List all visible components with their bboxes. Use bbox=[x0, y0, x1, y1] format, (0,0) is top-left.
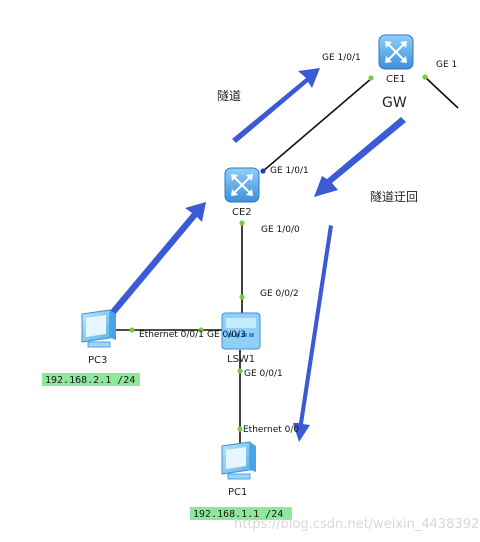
port-dot-pc1-top bbox=[237, 426, 243, 432]
pc-pc3[interactable] bbox=[81, 309, 116, 348]
pc-pc1[interactable] bbox=[221, 441, 256, 480]
link-ce1-right bbox=[424, 76, 459, 109]
device-label-ce1: CE1 bbox=[386, 74, 406, 85]
ip-badge-pc1: 192.168.1.1 /24 bbox=[193, 509, 283, 520]
arrow-return-left bbox=[314, 117, 406, 197]
switch-lsw1[interactable] bbox=[221, 312, 261, 350]
port-label-lsw1-left: GE 0/0/3 bbox=[207, 330, 246, 340]
port-label-pc3-right: Ethernet 0/0/1 bbox=[139, 330, 204, 340]
watermark: https://blog.csdn.net/weixin_44383922 bbox=[234, 517, 480, 532]
port-dot-lsw1-top bbox=[239, 294, 245, 300]
device-label-pc3: PC3 bbox=[88, 355, 107, 366]
port-label-ce1-right: GE 1 bbox=[436, 60, 457, 70]
arrow-return-down bbox=[293, 225, 333, 442]
annotation-gw: GW bbox=[382, 95, 407, 111]
port-label-ce2-bottom: GE 1/0/0 bbox=[261, 225, 300, 235]
arrow-pc3-to-ce2 bbox=[109, 202, 206, 316]
port-dot-lsw1-bottom bbox=[237, 368, 243, 374]
device-label-pc1: PC1 bbox=[228, 487, 247, 498]
link-ce1-ce2 bbox=[261, 77, 373, 173]
router-ce1[interactable] bbox=[378, 34, 414, 70]
tunnel-arrows bbox=[109, 68, 406, 442]
port-dot-lsw1-left bbox=[198, 327, 204, 333]
port-label-pc1-top: Ethernet 0/0 bbox=[243, 425, 299, 435]
port-label-ce1-left: GE 1/0/1 bbox=[322, 53, 361, 63]
annotation-tunnel: 隧道 bbox=[217, 88, 241, 103]
port-dot-ce1-left bbox=[368, 75, 374, 81]
port-label-ce2-top: GE 1/0/1 bbox=[270, 166, 309, 176]
links bbox=[115, 76, 459, 443]
device-label-ce2: CE2 bbox=[232, 207, 252, 218]
port-label-lsw1-bottom: GE 0/0/1 bbox=[244, 369, 283, 379]
pc-icon bbox=[221, 441, 256, 480]
port-label-lsw1-top: GE 0/0/2 bbox=[260, 289, 299, 299]
annotation-tunnel-return: 隧道迂回 bbox=[370, 189, 418, 204]
router-ce2[interactable] bbox=[224, 167, 260, 203]
ip-badge-pc3-bg bbox=[42, 373, 140, 386]
ip-badge-pc1-bg bbox=[190, 507, 292, 520]
port-dot-ce2-top bbox=[260, 168, 266, 174]
port-dot-ce1-right bbox=[422, 74, 428, 80]
port-dot-ce2-bottom bbox=[239, 220, 245, 226]
port-dots bbox=[129, 74, 428, 432]
arrow-tunnel-up bbox=[232, 68, 320, 143]
pc-icon bbox=[81, 309, 116, 348]
ip-badge-pc3: 192.168.2.1 /24 bbox=[45, 375, 135, 386]
device-label-lsw1: LSW1 bbox=[227, 354, 255, 365]
port-dot-pc3-right bbox=[129, 327, 135, 333]
